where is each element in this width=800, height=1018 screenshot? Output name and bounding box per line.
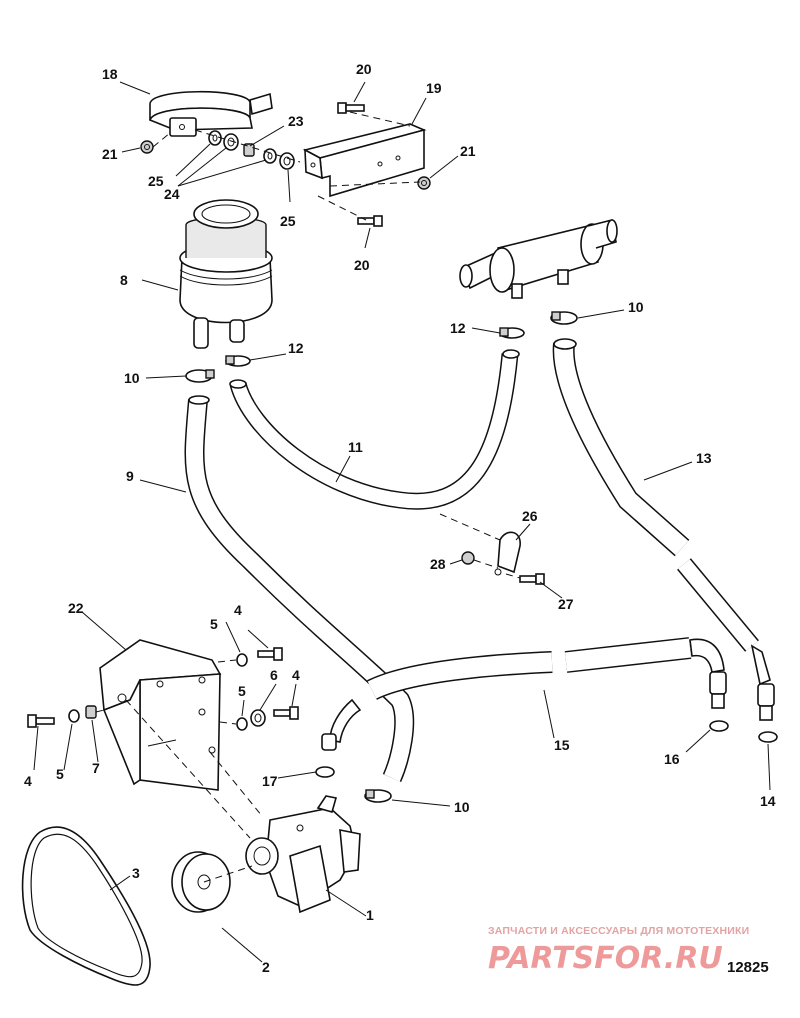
callout-21b: 21	[460, 143, 476, 159]
hose-13	[552, 338, 775, 721]
assembly-lines	[95, 111, 521, 883]
bolt-4c	[27, 714, 37, 728]
callout-9: 9	[126, 468, 134, 484]
callout-25b: 25	[280, 213, 296, 229]
callout-28: 28	[430, 556, 446, 572]
callout-11: 11	[348, 439, 363, 455]
callout-8: 8	[120, 272, 128, 288]
washer-24b	[263, 148, 277, 164]
callout-7: 7	[92, 760, 100, 776]
spacer-6	[250, 709, 266, 727]
callout-24: 24	[164, 186, 180, 202]
clamp-10-reservoir	[185, 369, 215, 383]
hose-clamps	[185, 311, 578, 803]
callout-labels: 18 21 25 24 23 25 20 20 19 21 8 10 12 12…	[24, 61, 776, 975]
callout-1: 1	[366, 907, 374, 923]
drive-belt-3	[21, 826, 151, 986]
nut-28	[461, 551, 475, 565]
bracket-hardware	[27, 647, 299, 731]
callout-4a: 4	[234, 602, 242, 618]
hose-clip-assembly	[461, 531, 545, 585]
hose-9	[184, 395, 415, 783]
spacer-7	[85, 705, 97, 719]
callout-25a: 25	[148, 173, 164, 189]
nut-21b	[417, 176, 431, 190]
bracket-19	[302, 123, 431, 198]
clamp-10-pump	[364, 789, 392, 803]
callout-5c: 5	[56, 766, 64, 782]
bolts-20	[337, 102, 383, 227]
callout-12a: 12	[288, 340, 304, 356]
watermark: ЗАПЧАСТИ И АКСЕССУАРЫ ДЛЯ МОТОТЕХНИКИ PA…	[488, 925, 749, 976]
callout-10c: 10	[454, 799, 470, 815]
washer-5c	[68, 709, 80, 723]
callout-10b: 10	[628, 299, 644, 315]
strap-hardware	[140, 130, 295, 170]
callout-5a: 5	[210, 616, 218, 632]
callout-20b: 20	[354, 257, 370, 273]
pump-pulley-2	[171, 851, 231, 913]
power-steering-pump	[245, 795, 361, 914]
oil-cooler	[459, 219, 618, 299]
callout-5b: 5	[238, 683, 246, 699]
callout-15: 15	[554, 737, 570, 753]
callout-6: 6	[270, 667, 278, 683]
callout-3: 3	[132, 865, 140, 881]
clamp-12-reservoir	[225, 355, 251, 367]
callout-27: 27	[558, 596, 574, 612]
callout-14: 14	[760, 793, 776, 809]
callout-26: 26	[522, 508, 538, 524]
washer-25b	[279, 152, 295, 170]
clamp-12-cooler	[499, 327, 525, 339]
spacer-23	[243, 143, 255, 157]
washer-25a	[208, 130, 222, 146]
callout-4b: 4	[292, 667, 300, 683]
callout-13: 13	[696, 450, 712, 466]
bolt-27	[519, 575, 537, 583]
watermark-logo: PARTSFOR.RU	[488, 941, 723, 976]
nut-21a	[140, 140, 154, 154]
washer-5b	[236, 717, 248, 731]
bolt-4a	[273, 647, 283, 661]
o-ring-17	[315, 766, 335, 778]
reservoir-strap	[149, 90, 273, 137]
callout-10a: 10	[124, 370, 140, 386]
callout-20a: 20	[356, 61, 372, 77]
reservoir-8	[179, 199, 273, 349]
bolt-20a-head	[337, 102, 347, 114]
pump-bracket-22	[99, 639, 222, 791]
callout-19: 19	[426, 80, 442, 96]
callout-12b: 12	[450, 320, 466, 336]
callout-17: 17	[262, 773, 278, 789]
callout-18: 18	[102, 66, 118, 82]
hose-15	[321, 637, 727, 751]
callout-22: 22	[68, 600, 84, 616]
o-ring-14	[758, 731, 778, 743]
o-ring-16	[709, 720, 729, 732]
callout-16: 16	[664, 751, 680, 767]
watermark-tagline: ЗАПЧАСТИ И АКСЕССУАРЫ ДЛЯ МОТОТЕХНИКИ	[488, 925, 749, 937]
leader-lines	[33, 81, 771, 963]
callout-23: 23	[288, 113, 304, 129]
washer-5a	[236, 653, 248, 667]
callout-21a: 21	[102, 146, 118, 162]
bolt-20b-head	[373, 215, 383, 227]
figure-id: 12825	[727, 959, 769, 976]
washer-24a	[223, 133, 239, 151]
clamp-10-cooler	[550, 311, 578, 325]
hose-11	[229, 349, 520, 510]
bolt-4b	[289, 706, 299, 720]
callout-4c: 4	[24, 773, 32, 789]
callout-2: 2	[262, 959, 270, 975]
